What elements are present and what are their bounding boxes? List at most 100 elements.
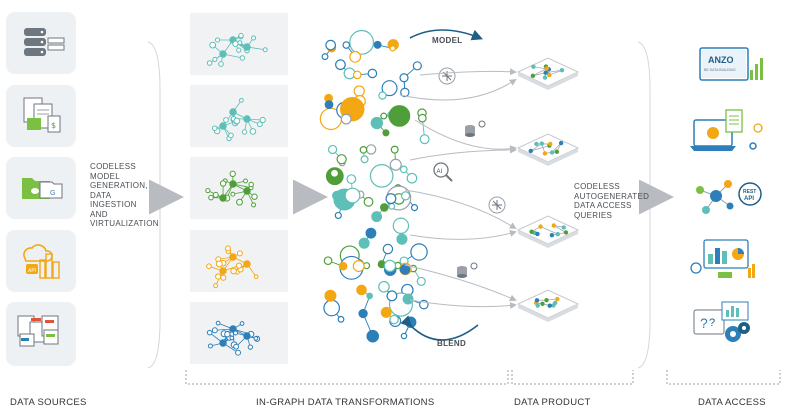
tile-node: [561, 225, 566, 230]
panel-node: [251, 35, 257, 41]
network-node: [381, 80, 398, 97]
panel-graph-5: [206, 320, 261, 356]
panel-node: [229, 335, 235, 341]
network-node: [363, 196, 374, 207]
graph-panel-3: [190, 157, 288, 219]
caption-line: GENERATION,: [90, 181, 148, 190]
tile-edge: [540, 226, 558, 235]
caption-line: VIRTUALIZATION: [90, 219, 159, 228]
panel-node: [229, 325, 237, 333]
network-node: [396, 233, 408, 245]
panel-node: [219, 122, 227, 130]
network-node: [370, 116, 384, 130]
data-product-tile-4: [516, 289, 580, 322]
network-node: [419, 134, 430, 145]
network-node: [400, 191, 411, 201]
network-node: [388, 105, 411, 127]
tile-side: [518, 304, 578, 322]
network-node: [338, 261, 348, 271]
svg-text:$: $: [51, 121, 56, 130]
caption-line: DATA: [90, 190, 112, 200]
network-node: [389, 314, 399, 325]
network-node: [400, 332, 408, 340]
panel-node: [243, 43, 251, 51]
panel-node: [229, 180, 237, 188]
panel-node: [215, 260, 223, 268]
network-node: [383, 259, 397, 273]
panel-node: [243, 332, 251, 340]
svg-text:?: ?: [709, 317, 715, 329]
network-node: [373, 40, 382, 49]
panel-node: [230, 267, 237, 275]
network-node: [380, 112, 388, 120]
network-node: [323, 256, 333, 266]
panel-node: [219, 267, 227, 275]
svg-text:G: G: [50, 190, 55, 197]
network-node: [349, 29, 375, 55]
anzo-logo-subtext: BE DATA BUILDING: [704, 68, 736, 72]
network-node: [388, 202, 396, 210]
panel-node: [224, 245, 231, 252]
panel-node: [236, 250, 243, 257]
blend-brain-icon: [488, 196, 506, 214]
panel-graph-4: [206, 245, 259, 289]
analytics-charts-icon: [690, 239, 755, 278]
tile-side: [518, 148, 578, 166]
tile-node: [544, 297, 549, 303]
network-node: [410, 243, 428, 261]
data-access-icons: ANZO BE DATA BUILDING REST: [690, 47, 763, 342]
panel-node: [205, 187, 211, 194]
network-node: [385, 193, 397, 205]
data-product-tile-3: [516, 215, 580, 248]
tile-node: [540, 301, 545, 306]
network-node: [412, 61, 422, 71]
tile-node: [558, 140, 564, 146]
tile-edge: [530, 145, 550, 152]
network-node: [352, 260, 365, 273]
panel-node: [248, 181, 254, 188]
bracket-access: [666, 370, 781, 385]
network-node: [410, 204, 419, 212]
tile-node: [549, 233, 555, 238]
tile-node: [544, 66, 549, 71]
tile-node: [542, 75, 548, 80]
panel-node: [219, 50, 227, 58]
panel-node: [235, 349, 241, 356]
network-node: [366, 329, 380, 343]
tile-node: [534, 298, 540, 303]
tile-node: [555, 231, 560, 237]
connector-6: [409, 230, 517, 240]
network-node: [359, 145, 368, 154]
network-node: [369, 164, 394, 188]
network-node: [352, 70, 362, 80]
panel-graph-2: [211, 97, 266, 142]
model-brain-icon: [438, 67, 456, 85]
network-node: [378, 280, 390, 293]
panel-node: [212, 191, 219, 198]
panel-node: [251, 193, 258, 200]
network-node: [399, 264, 411, 275]
network-node: [358, 237, 370, 249]
network-node: [342, 41, 351, 49]
panel-node: [220, 274, 227, 281]
panel-node: [239, 55, 246, 61]
panel-node: [238, 32, 244, 39]
panel-graphs: [205, 32, 268, 356]
caption-line: CODELESS: [574, 182, 620, 191]
panel-node: [243, 178, 248, 184]
tile-node: [559, 67, 565, 73]
tile-edge: [532, 68, 547, 77]
panel-node: [259, 116, 266, 124]
section-label-transformations: IN-GRAPH DATA TRANSFORMATIONS: [256, 397, 435, 408]
panel-node: [253, 274, 259, 279]
database-icon: [24, 28, 65, 56]
network-node: [325, 39, 336, 51]
caption-line: CODELESS: [90, 162, 136, 171]
panel-node: [249, 128, 257, 135]
panel-node: [223, 117, 229, 123]
tile-node: [534, 141, 539, 147]
panel-node: [238, 97, 244, 103]
network-node: [344, 187, 361, 204]
connector-7: [404, 264, 517, 302]
